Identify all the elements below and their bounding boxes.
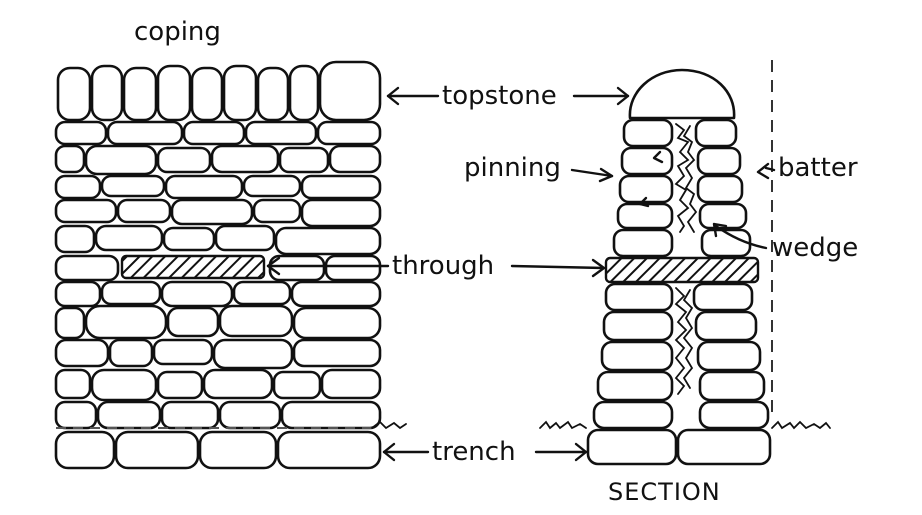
topstone-section	[630, 70, 734, 118]
label-batter: batter	[778, 153, 858, 183]
label-section: SECTION	[608, 478, 721, 506]
label-wedge: wedge	[772, 233, 858, 263]
grass-right	[772, 422, 830, 428]
section-left-stones-upper	[614, 120, 672, 256]
label-trench: trench	[432, 437, 516, 467]
grass-left	[540, 422, 586, 428]
hearting-lower	[676, 288, 692, 394]
label-through: through	[392, 251, 494, 281]
label-coping: coping	[134, 17, 221, 47]
coping-stones	[58, 62, 380, 120]
section-right-stones-lower	[694, 284, 768, 428]
section-right-stones-upper	[696, 120, 750, 256]
section-foundation-stones	[588, 430, 770, 464]
wall-stones	[56, 122, 380, 468]
through-stone-section	[606, 258, 758, 282]
label-topstone: topstone	[442, 81, 557, 111]
label-pinning: pinning	[464, 153, 561, 183]
section-left-stones-lower	[594, 284, 672, 428]
through-stone-elevation	[122, 256, 264, 278]
